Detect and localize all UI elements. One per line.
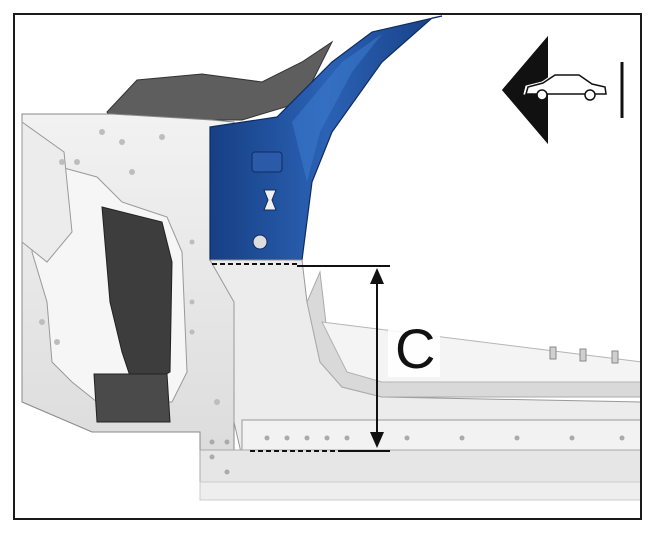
- rocker-lower: [199, 449, 640, 483]
- pillar-slot: [263, 189, 277, 211]
- vehicle-forward-arrow-icon: [502, 36, 624, 144]
- dimension-label-bg: [388, 317, 440, 377]
- rocker-sill: [241, 419, 640, 451]
- body-holes: [39, 129, 220, 405]
- a-pillar-highlight: [292, 34, 382, 182]
- dimension-arrowhead-top: [370, 268, 384, 284]
- b-post-lower: [209, 259, 640, 463]
- pillar-bracket: [251, 151, 283, 173]
- rocker-bottom: [199, 481, 640, 501]
- sill-holes: [209, 435, 625, 475]
- floor-studs: [549, 346, 619, 364]
- bracket-dark: [93, 373, 171, 423]
- dimension-label: C: [395, 317, 436, 380]
- dimension-arrowhead-bottom: [370, 432, 384, 448]
- pillar-hole: [252, 234, 268, 250]
- floor-panel: [321, 321, 640, 383]
- left-edge-panel: [21, 121, 73, 263]
- vehicle-body-illustration: [21, 15, 640, 501]
- diagram-frame: C: [13, 13, 642, 520]
